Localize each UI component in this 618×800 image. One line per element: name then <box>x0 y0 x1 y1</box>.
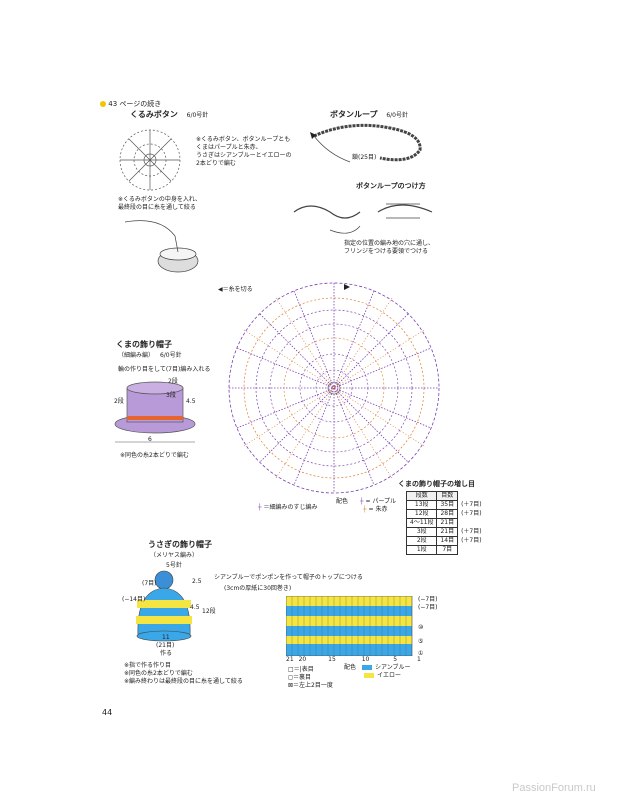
kurumi-note-1: ※くるみボタン、ボタンループとも くまはパープルと朱赤、 うさぎはシアンブルーと… <box>196 136 292 167</box>
bear-hat-illustration <box>114 381 196 443</box>
knitting-chart <box>286 596 413 656</box>
bear-dim-5: 6 <box>148 436 152 443</box>
knitting-color-legend: 配色 シアンブルー イエロー <box>344 664 411 679</box>
watermark: PassionForum.ru <box>512 782 596 794</box>
loop-attach-title: ボタンループのつけ方 <box>356 182 426 190</box>
rabbit-label-make: 作る <box>160 650 173 657</box>
bear-dim-2: 3段 <box>166 392 176 399</box>
rabbit-label-7: (7目) <box>142 580 157 587</box>
loop-attach-note: 指定の位置の編み地の穴に通し、 フリンジをつける要領でつける <box>344 240 435 255</box>
kurumi-button-title: くるみボタン 6/0号針 <box>130 110 209 119</box>
cut-yarn-legend: ◀＝糸を切る <box>218 286 253 293</box>
knitting-col-labels: 21 20 15 10 5 1 <box>286 656 421 663</box>
yellow-bullet-icon <box>100 101 106 107</box>
rabbit-label-11: 11 <box>162 634 170 641</box>
header-increase <box>458 492 486 501</box>
bear-dim-4: 4.5 <box>186 398 196 405</box>
header-stitches: 目数 <box>436 491 459 501</box>
sc-legend: ┼ ＝細編みのすじ編み <box>258 504 318 511</box>
kurumi-button-finished <box>124 220 199 273</box>
kurumi-button-diagram <box>119 129 181 191</box>
bear-crown-note: 輪の作り目をして(7目)編み入れる <box>118 366 211 373</box>
bear-dim-1: 2段 <box>168 378 178 385</box>
bear-color-legend: 配色 ┼ = パープル ┼ = 朱赤 <box>336 498 397 513</box>
rabbit-notes: ※指で作る作り目 ※同色の糸2本どりで編む ※編み終わりは最終段の目に糸を通して… <box>124 662 243 685</box>
rabbit-hat-needle: 5号針 <box>166 562 182 569</box>
loop-attach-diagram <box>293 203 433 234</box>
increase-table-title: くまの飾り帽子の増し目 <box>398 480 475 488</box>
bear-hat-crochet-chart <box>228 282 440 494</box>
rabbit-label-25: 2.5 <box>192 578 202 585</box>
pompom-size: (3cmの厚紙に30回巻き) <box>224 585 292 592</box>
rabbit-hat-subtitle: （メリヤス編み） <box>150 552 199 559</box>
rabbit-label-21: (21目) <box>156 642 175 649</box>
chain-label: 鎖(25目) <box>352 154 377 161</box>
continued-header: 43 ページの続き <box>100 100 161 109</box>
bear-hat-subtitle: （細編み編） 6/0号針 <box>118 352 182 359</box>
button-loop-title: ボタンループ 6/0号針 <box>330 110 408 119</box>
table-header-row: 段数 目数 <box>405 491 486 501</box>
kurumi-note-2: ※くるみボタンの中身を入れ、 最終段の目に糸を通して絞る <box>118 196 201 211</box>
page-number: 44 <box>102 708 113 717</box>
bear-dim-3: 2段 <box>114 398 124 405</box>
button-loop-chain <box>310 123 422 163</box>
knitting-chart-right-labels: (−7目) (−7目) ⑩ ⑤ ① <box>418 596 438 657</box>
continued-text: 43 ページの続き <box>108 100 162 108</box>
bear-hat-footer: ※同色の糸2本どりで編む <box>120 452 189 459</box>
rabbit-label-12: 12段 <box>202 608 216 615</box>
bear-hat-title: くまの飾り帽子 <box>116 340 172 349</box>
pompom-note: シアンブルーでポンポンを作って帽子のトップにつける <box>214 574 363 581</box>
knitting-key: □＝|表目 ◻＝裏目 ⊠＝左上2目一度 <box>288 666 333 689</box>
rabbit-label-14: (−14目) <box>122 596 146 603</box>
header-rows: 段数 <box>405 491 438 501</box>
rabbit-hat-illustration <box>136 570 192 642</box>
rabbit-label-45: 4.5 <box>190 604 200 611</box>
rabbit-hat-title: うさぎの飾り帽子 <box>148 540 212 549</box>
